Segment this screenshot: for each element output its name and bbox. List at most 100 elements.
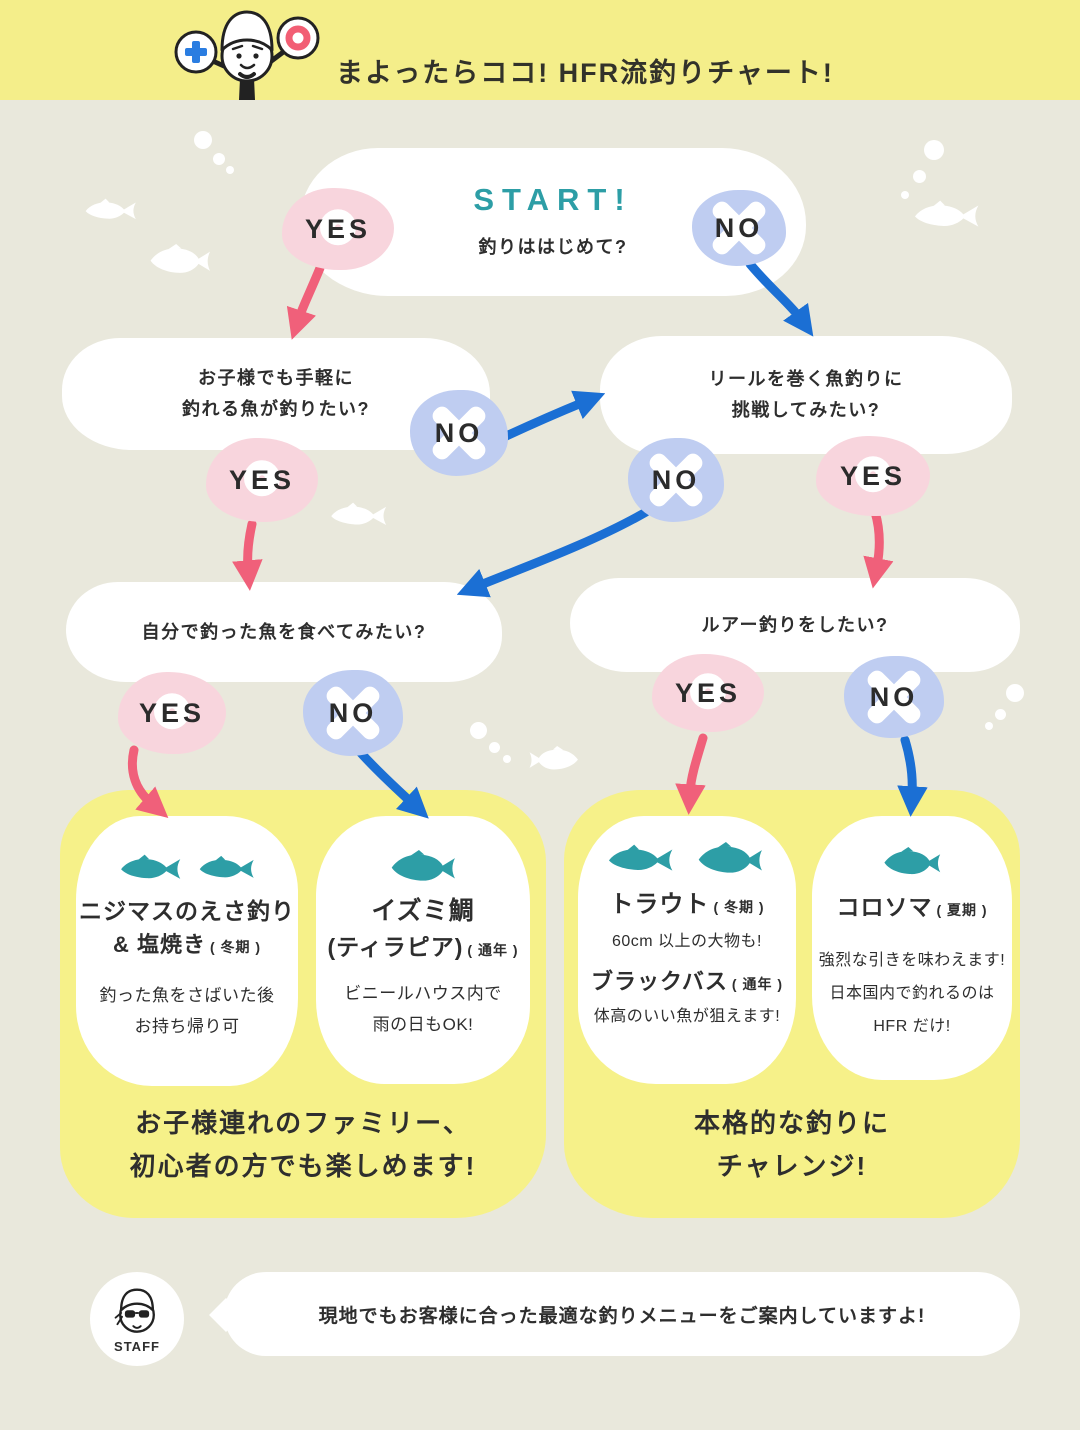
result-card-trout-bass: トラウト ( 冬期 ) 60cm 以上の大物も! ブラックバス ( 通年 ) 体… — [578, 816, 796, 1084]
card-desc: 60cm 以上の大物も! — [611, 933, 763, 950]
circle-mark-icon — [244, 460, 280, 497]
circle-mark-icon — [154, 693, 190, 730]
fish-icon — [198, 855, 256, 881]
bubble-dot — [985, 722, 993, 730]
staff-avatar-icon — [114, 1288, 155, 1333]
circle-mark-icon — [320, 209, 356, 246]
circle-mark-icon — [855, 456, 891, 493]
card-desc: 雨の日もOK! — [372, 1015, 474, 1034]
season-tag: ( 冬期 ) — [713, 899, 765, 915]
bubble-dot — [901, 191, 909, 199]
badge-kids-no: NO — [410, 390, 508, 476]
result-card-izumidai: イズミ鯛 (ティラピア) ( 通年 ) ビニールハウス内で 雨の日もOK! — [316, 816, 530, 1084]
fish-icons — [388, 850, 458, 884]
yes-label: YES — [674, 677, 742, 708]
bubble-dot — [226, 166, 234, 174]
caption-challenge-line1: 本格的な釣りに — [693, 1108, 890, 1138]
arrow-kids-no — [497, 390, 606, 443]
card-desc: HFR だけ! — [873, 1018, 951, 1035]
card-title: コロソマ — [836, 894, 933, 920]
card-subtitle: (ティラピア) — [327, 934, 464, 960]
fish-icon — [388, 850, 458, 884]
yes-label: YES — [138, 697, 206, 728]
question-card-eat: 自分で釣った魚を食べてみたい? — [66, 582, 502, 682]
question-reel-line2: 挑戦してみたい? — [731, 400, 881, 420]
question-card-lure: ルアー釣りをしたい? — [570, 578, 1020, 672]
card-desc: お持ち帰り可 — [134, 1017, 240, 1036]
staff-speech-bubble: 現地でもお客様に合った最適な釣りメニューをご案内していますよ! — [224, 1272, 1020, 1356]
question-eat-text: 自分で釣った魚を食べてみたい? — [141, 621, 427, 642]
bubble-dot — [489, 742, 500, 753]
bubble-dot — [503, 755, 511, 763]
bubble-dot — [995, 709, 1006, 720]
arrow-lure-yes — [675, 733, 708, 815]
badge-reel-no: NO — [628, 438, 724, 522]
staff-avatar: STAFF — [90, 1272, 184, 1366]
badge-lure-no: NO — [844, 656, 944, 738]
season-tag: ( 通年 ) — [731, 976, 783, 992]
header: まよったらココ! HFR流釣りチャート! — [0, 0, 1080, 100]
arrow-kids-yes — [232, 519, 263, 591]
no-label: NO — [328, 697, 378, 728]
question-card-reel: リールを巻く魚釣りに 挑戦してみたい? — [600, 336, 1012, 454]
fish-icon — [84, 198, 138, 222]
no-label: NO — [434, 417, 484, 448]
card-desc: ビニールハウス内で — [344, 984, 502, 1003]
staff-label: STAFF — [114, 1338, 160, 1354]
no-label: NO — [651, 464, 701, 495]
season-tag: ( 夏期 ) — [936, 902, 988, 918]
yes-label: YES — [304, 213, 372, 244]
staff-message: 現地でもお客様に合った最適な釣りメニューをご案内していますよ! — [318, 1305, 926, 1327]
start-label: START! — [473, 181, 633, 217]
caption-family-line2: 初心者の方でも楽しめます! — [129, 1151, 477, 1181]
fish-icon — [528, 746, 580, 772]
no-label: NO — [714, 212, 764, 243]
arrow-reel-yes — [863, 507, 894, 589]
bubble-dot — [194, 131, 212, 149]
caption-challenge-line2: チャレンジ! — [716, 1151, 868, 1181]
card-desc: 強烈な引きを味わえます! — [818, 952, 1006, 969]
badge-kids-yes: YES — [206, 438, 318, 522]
fish-icon — [328, 502, 390, 528]
fish-icons — [118, 854, 256, 882]
fish-icon — [912, 200, 982, 230]
fish-icon — [605, 844, 677, 874]
question-reel-line1: リールを巻く魚釣りに — [708, 369, 904, 389]
card-desc: 体高のいい魚が狙えます! — [593, 1008, 781, 1025]
bubble-dot — [213, 153, 225, 165]
badge-lure-yes: YES — [652, 654, 764, 732]
badge-reel-yes: YES — [816, 436, 930, 516]
result-card-colossoma: コロソマ ( 夏期 ) 強烈な引きを味わえます! 日本国内で釣れるのは HFR … — [812, 816, 1012, 1080]
bubble-dot — [1006, 684, 1024, 702]
card-title: ニジマスのえさ釣り — [79, 898, 295, 924]
card-desc: 日本国内で釣れるのは — [829, 985, 995, 1002]
card-desc: 釣った魚をさばいた後 — [99, 986, 275, 1005]
season-tag: ( 冬期 ) — [209, 939, 262, 955]
season-tag: ( 通年 ) — [467, 942, 519, 958]
question-lure-text: ルアー釣りをしたい? — [701, 614, 889, 635]
bubble-dot — [470, 722, 487, 739]
caption-family: お子様連れのファミリー、 初心者の方でも楽しめます! — [60, 1102, 546, 1188]
fish-icons — [882, 846, 942, 878]
arrow-reel-no — [456, 507, 651, 598]
card-subtitle: & 塩焼き — [112, 932, 206, 957]
arrow-start-yes — [286, 263, 325, 340]
card-title: トラウト — [609, 891, 710, 918]
result-card-nijimasu: ニジマスのえさ釣り & 塩焼き ( 冬期 ) 釣った魚をさばいた後 お持ち帰り可 — [76, 816, 298, 1086]
badge-start-yes: YES — [282, 188, 394, 270]
fish-icon — [882, 846, 942, 878]
yes-label: YES — [839, 460, 907, 491]
circle-mark-icon — [690, 673, 726, 710]
card-title: ブラックバス — [590, 969, 728, 994]
maru-batsu-mascot-icon — [174, 10, 320, 100]
fish-icon — [118, 854, 184, 882]
caption-family-line1: お子様連れのファミリー、 — [135, 1108, 471, 1138]
caption-challenge: 本格的な釣りに チャレンジ! — [564, 1102, 1020, 1188]
question-kids-line2: 釣れる魚が釣りたい? — [182, 399, 370, 419]
arrow-lure-no — [897, 735, 928, 817]
badge-eat-no: NO — [303, 670, 403, 756]
fish-icons — [605, 842, 769, 876]
badge-start-no: NO — [692, 190, 786, 266]
badge-eat-yes: YES — [118, 672, 226, 754]
